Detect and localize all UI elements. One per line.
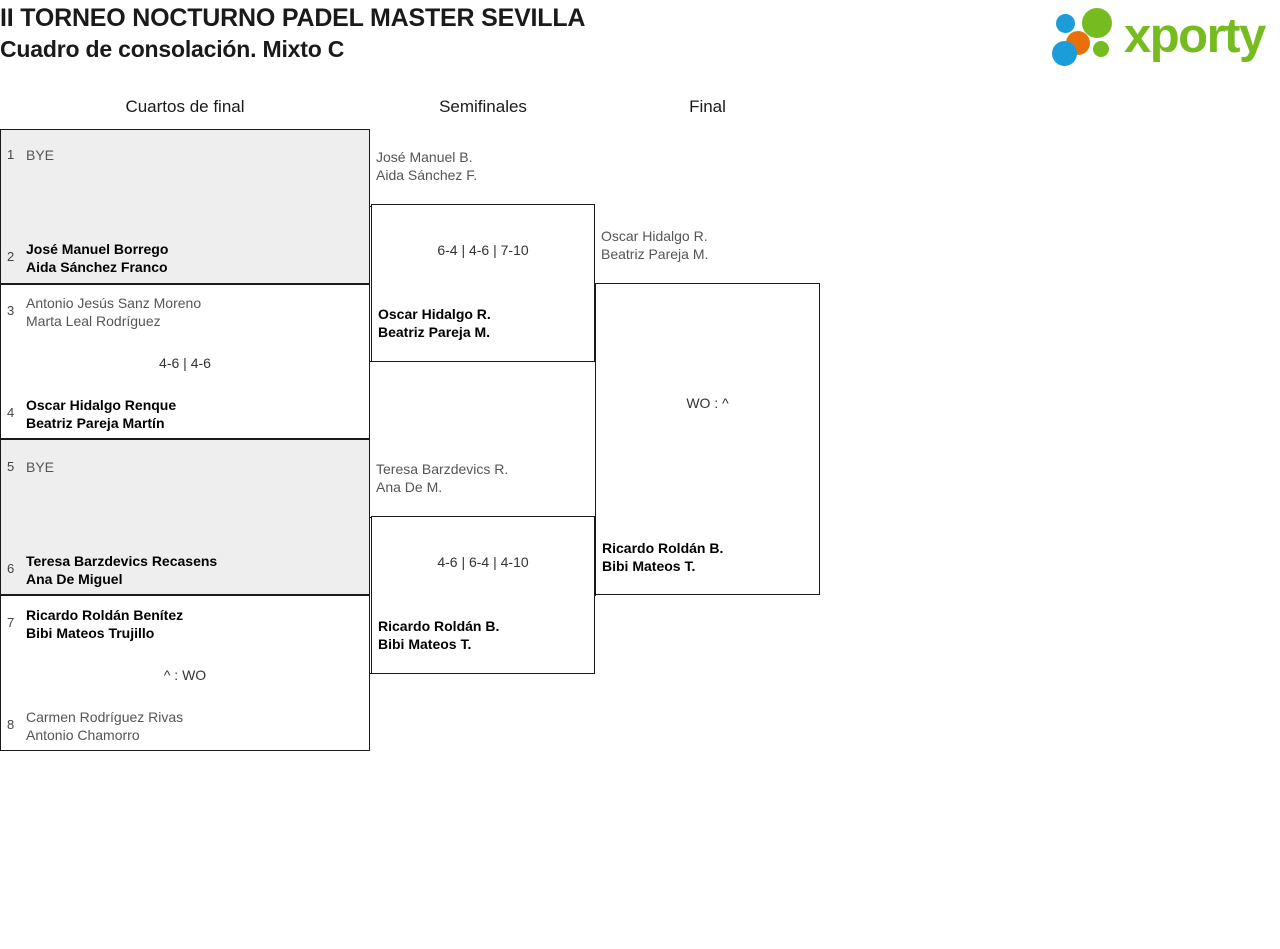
column-header-semifinals: Semifinales [439, 97, 527, 116]
title-block: II TORNEO NOCTURNO PADEL MASTER SEVILLA … [0, 2, 585, 64]
match-score: 4-6 | 6-4 | 4-10 [437, 554, 529, 570]
match-qf-3[interactable]: 5 BYE 6 Teresa Barzdevics Recasens Ana D… [0, 439, 370, 595]
team-bottom: Ricardo Roldán B. Bibi Mateos T. [378, 618, 500, 652]
seed-number: 4 [7, 405, 15, 420]
seed-number: 8 [7, 717, 15, 732]
logo-dots-icon [1052, 8, 1128, 66]
team-top: BYE [26, 147, 55, 163]
seed-number: 2 [7, 249, 15, 264]
seed-number: 1 [7, 147, 15, 162]
seed-number: 3 [7, 303, 15, 318]
team-bottom: Oscar Hidalgo R. Beatriz Pareja M. [378, 306, 491, 340]
match-qf-4[interactable]: 7 Ricardo Roldán Benítez Bibi Mateos Tru… [0, 595, 370, 751]
column-header-quarterfinals: Cuartos de final [125, 97, 245, 116]
team-top: Ricardo Roldán Benítez Bibi Mateos Truji… [26, 607, 184, 641]
team-bottom: Carmen Rodríguez Rivas Antonio Chamorro [26, 709, 184, 743]
xporty-logo[interactable]: xporty [1052, 6, 1274, 68]
team-bottom: Oscar Hidalgo Renque Beatriz Pareja Mart… [26, 397, 177, 431]
page-title: Cuadro de consolación. Mixto C [0, 36, 345, 62]
logo-wordmark: xporty [1124, 9, 1266, 63]
sf-1-team-top: José Manuel B. Aida Sánchez F. [376, 149, 478, 183]
final-team-top: Oscar Hidalgo R. Beatriz Pareja M. [601, 228, 709, 262]
column-header-final: Final [689, 97, 726, 116]
seed-number: 5 [7, 459, 15, 474]
match-sf-1[interactable]: 6-4 | 4-6 | 7-10 Oscar Hidalgo R. Beatri… [371, 204, 595, 362]
match-score: 4-6 | 4-6 [159, 355, 211, 371]
seed-number: 7 [7, 615, 15, 630]
team-bottom: Teresa Barzdevics Recasens Ana De Miguel [26, 553, 218, 587]
team-top: BYE [26, 459, 55, 475]
match-score: WO : ^ [686, 395, 729, 411]
connector-sf2-final [594, 595, 596, 596]
match-qf-2[interactable]: 3 Antonio Jesús Sanz Moreno Marta Leal R… [0, 284, 370, 439]
seed-number: 6 [7, 561, 15, 576]
tournament-title: II TORNEO NOCTURNO PADEL MASTER SEVILLA [0, 4, 586, 32]
team-bottom: José Manuel Borrego Aida Sánchez Franco [26, 241, 169, 275]
page-header: II TORNEO NOCTURNO PADEL MASTER SEVILLA … [0, 0, 1280, 78]
sf-2-team-top: Teresa Barzdevics R. Ana De M. [376, 461, 509, 495]
match-final[interactable]: WO : ^ Ricardo Roldán B. Bibi Mateos T. [595, 283, 820, 595]
team-top: Antonio Jesús Sanz Moreno Marta Leal Rod… [26, 295, 202, 329]
match-score: 6-4 | 4-6 | 7-10 [437, 242, 529, 258]
match-qf-1[interactable]: 1 BYE 2 José Manuel Borrego Aida Sánchez… [0, 129, 370, 284]
team-bottom: Ricardo Roldán B. Bibi Mateos T. [602, 540, 724, 574]
match-sf-2[interactable]: 4-6 | 6-4 | 4-10 Ricardo Roldán B. Bibi … [371, 516, 595, 674]
match-score: ^ : WO [163, 667, 207, 683]
